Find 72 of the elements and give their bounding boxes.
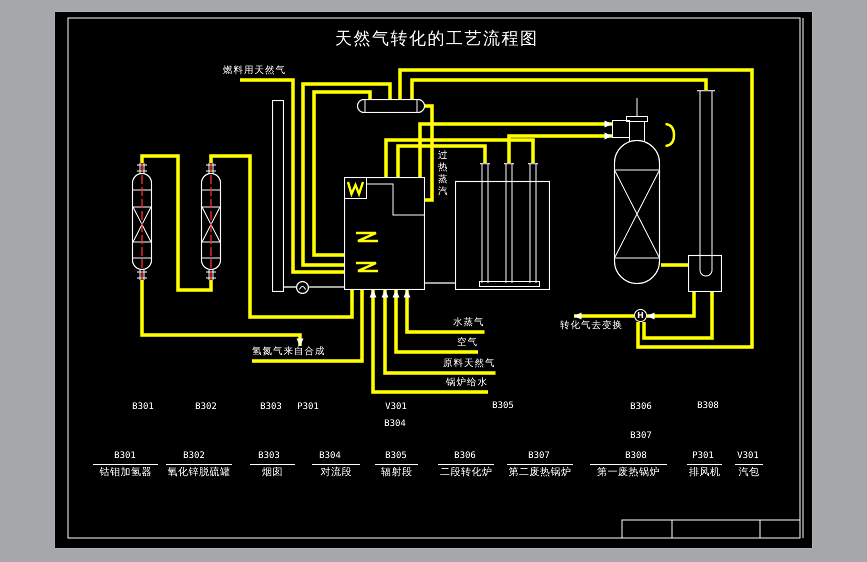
stream-label: 转化气去变换 xyxy=(560,316,623,332)
reactor-vessel xyxy=(200,163,222,280)
pipe-line xyxy=(661,263,688,267)
pipe-line xyxy=(240,78,344,274)
equipment-name: 对流段 xyxy=(312,464,360,479)
pipe-line xyxy=(574,312,634,320)
equipment-name: 钴钼加氢器 xyxy=(93,464,158,479)
pipe-line xyxy=(382,290,496,375)
duct-line xyxy=(284,286,296,288)
pipe-line xyxy=(396,144,487,177)
pipe-line xyxy=(392,290,478,354)
duct-line xyxy=(425,282,455,284)
pipe-line xyxy=(370,290,488,394)
equipment-tag: B308 xyxy=(625,451,647,461)
waste-heat-boiler xyxy=(688,90,722,292)
equipment-tag: B301 xyxy=(114,451,136,461)
pipe-line xyxy=(646,292,696,320)
equipment-tag: B301 xyxy=(132,402,154,412)
convection-section xyxy=(344,177,425,290)
stream-label: 水蒸气 xyxy=(453,317,484,332)
equipment-name: 氧化锌脱硫罐 xyxy=(166,464,232,479)
pipe-line xyxy=(140,154,213,292)
radiant-section xyxy=(455,163,550,290)
equipment-tag: B304 xyxy=(319,451,341,461)
equipment-tag: B302 xyxy=(195,402,217,412)
steam-drum xyxy=(357,99,425,113)
pipe-line xyxy=(410,78,708,99)
equipment-tag: P301 xyxy=(692,451,714,461)
equipment-tag: V301 xyxy=(737,451,759,461)
equipment-tag: V301 xyxy=(385,402,407,412)
chimney xyxy=(272,100,284,292)
pipe-line xyxy=(404,290,484,334)
equipment-tag: B307 xyxy=(630,431,652,441)
equipment-tag: B307 xyxy=(528,451,550,461)
stream-label: 空气 xyxy=(457,337,478,352)
fan-symbol xyxy=(296,281,309,294)
reformer-vessel xyxy=(612,98,661,285)
equipment-tag: B303 xyxy=(260,402,282,412)
pipe-line xyxy=(384,138,535,177)
stream-label: 锅炉给水 xyxy=(446,377,488,392)
edge-label: 过热蒸汽 xyxy=(438,150,448,198)
pipe-line xyxy=(507,132,612,163)
pipe-line xyxy=(140,280,304,346)
equipment-tag: B305 xyxy=(385,451,407,461)
stream-label: 燃料用天然气 xyxy=(223,65,286,80)
equipment-tag: B304 xyxy=(384,419,406,429)
stream-label: 氢氮气来自合成 xyxy=(252,346,326,361)
equipment-name: 烟囱 xyxy=(250,464,295,479)
equipment-tag: P301 xyxy=(297,402,319,412)
equipment-tag: B308 xyxy=(697,401,719,411)
pipe-line xyxy=(418,120,612,177)
equipment-name: 辐射段 xyxy=(375,464,418,479)
stream-label: 原料天然气 xyxy=(443,358,496,373)
equipment-name: 第二废热锅炉 xyxy=(507,464,573,479)
pipe-line xyxy=(209,154,354,319)
equipment-tag: B303 xyxy=(258,451,280,461)
equipment-tag: B306 xyxy=(454,451,476,461)
equipment-tag: B305 xyxy=(492,401,514,411)
reactor-vessel xyxy=(131,163,153,280)
equipment-tag: B306 xyxy=(630,402,652,412)
duct-line xyxy=(309,286,344,288)
pipe-line xyxy=(312,90,372,257)
equipment-name: 排风机 xyxy=(687,464,722,479)
pipe-line xyxy=(642,292,714,340)
pipe-line xyxy=(252,290,364,363)
equipment-tag: B302 xyxy=(183,451,205,461)
pipe-line xyxy=(425,104,434,202)
equipment-name: 二段转化炉 xyxy=(438,464,494,479)
diagram-title: 天然气转化的工艺流程图 xyxy=(335,29,538,49)
pipe-line xyxy=(301,82,392,267)
equipment-name: 汽包 xyxy=(735,464,763,479)
equipment-name: 第一废热锅炉 xyxy=(590,464,667,479)
